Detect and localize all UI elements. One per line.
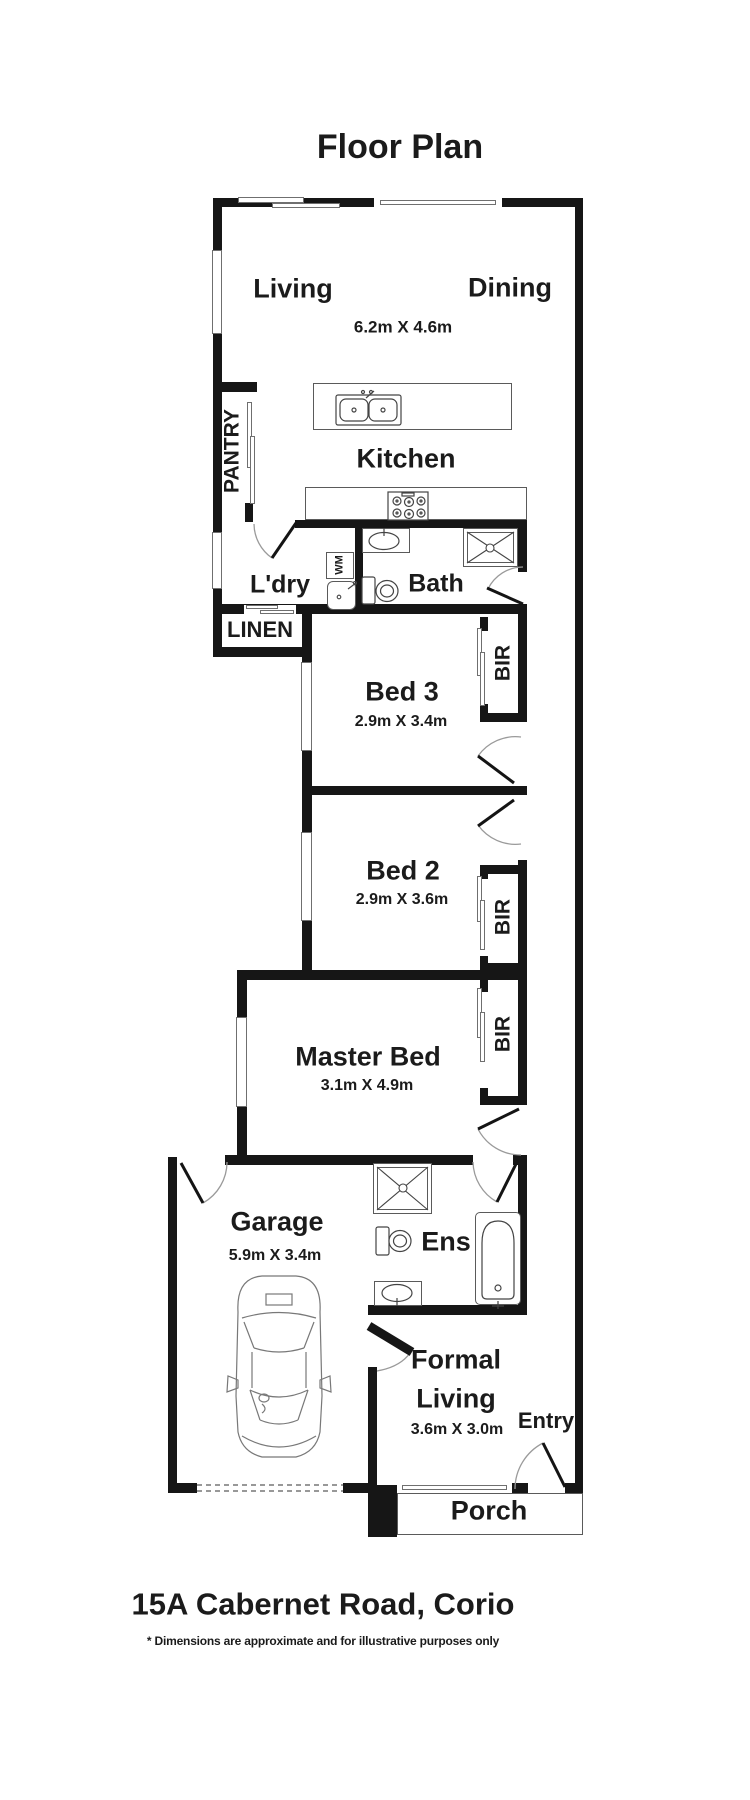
linen-door (260, 610, 294, 614)
angled-wall (366, 1322, 415, 1356)
bir-slider (480, 900, 485, 950)
room-label-formal: Formal (410, 1344, 502, 1375)
stove-cooktop (387, 491, 429, 521)
wall (213, 647, 310, 657)
wall (343, 1483, 377, 1493)
dims-formal-living: 3.6m X 3.0m (410, 1421, 504, 1438)
window-master (236, 1017, 247, 1107)
wall (518, 860, 527, 1105)
room-label-pantry: PANTRY (220, 409, 244, 493)
window-bed2 (301, 832, 312, 921)
dims-bed2: 2.9m X 3.6m (355, 891, 449, 908)
wall (168, 1157, 177, 1493)
room-label-bath: Bath (408, 569, 464, 598)
ens-fixtures (375, 1226, 413, 1306)
dims-living-dining: 6.2m X 4.6m (353, 317, 453, 337)
label-wm: WM (333, 555, 346, 575)
pantry-slider (250, 436, 255, 504)
porch-outline (397, 1493, 583, 1535)
dims-master: 3.1m X 4.9m (320, 1077, 414, 1094)
wall (480, 865, 523, 874)
wall (565, 1483, 583, 1493)
door-arcs (202, 523, 544, 1490)
wall (368, 1305, 527, 1315)
porch-pillar (368, 1485, 397, 1537)
wall (518, 606, 527, 722)
room-label-ensuite: Ens (421, 1226, 471, 1257)
wall (355, 524, 363, 614)
wall (512, 1483, 528, 1493)
wall (302, 786, 527, 795)
wall (295, 520, 527, 528)
address: 15A Cabernet Road, Corio (131, 1586, 515, 1622)
wall (368, 1367, 377, 1493)
dims-bed3: 2.9m X 3.4m (354, 713, 448, 730)
wall (222, 382, 257, 392)
bir-slider (480, 1012, 485, 1062)
label-bir-bed2: BIR (491, 898, 515, 936)
wall (480, 978, 488, 992)
laundry-trough (327, 581, 356, 610)
dims-garage: 5.9m X 3.4m (228, 1247, 322, 1264)
wall (575, 198, 583, 1493)
wall (480, 617, 488, 631)
ens-shower-x (376, 1166, 429, 1211)
window-living (212, 250, 222, 334)
wall (237, 970, 527, 980)
wall (518, 1155, 527, 1313)
wall (480, 713, 523, 722)
bath-fixtures (361, 528, 400, 605)
window (272, 203, 340, 208)
sliding-door-porch (402, 1485, 507, 1490)
linen-door (246, 605, 278, 609)
bir-slider (480, 652, 485, 706)
garage-roller-door (197, 1484, 343, 1492)
kitchen-sink (335, 389, 402, 426)
shower-x (466, 531, 515, 564)
room-label-laundry: L'dry (249, 570, 311, 599)
room-label-master: Master Bed (295, 1041, 441, 1072)
room-label-dining: Dining (468, 272, 552, 303)
washing-machine (326, 552, 354, 579)
room-label-bed3: Bed 3 (365, 676, 439, 707)
room-label-linen: LINEN (227, 617, 293, 642)
wall (213, 604, 527, 614)
room-label-formal-living: Living (416, 1383, 496, 1414)
window (380, 200, 496, 205)
wall (518, 520, 527, 572)
car (226, 1275, 332, 1458)
bathtub-detail (481, 1220, 515, 1309)
wall (245, 503, 253, 522)
room-label-garage: Garage (230, 1206, 324, 1237)
linen-door (244, 605, 296, 614)
window-bed3 (301, 662, 312, 751)
room-label-porch: Porch (450, 1495, 528, 1526)
wall (225, 1155, 473, 1165)
bir-slider (477, 876, 482, 922)
label-bir-bed3: BIR (491, 644, 515, 682)
wall (168, 1483, 197, 1493)
pantry-slider (247, 402, 252, 468)
room-label-entry: Entry (517, 1408, 575, 1433)
trough-detail (336, 580, 358, 600)
page-title: Floor Plan (316, 128, 484, 166)
wall (480, 963, 523, 972)
disclaimer: * Dimensions are approximate and for ill… (146, 1634, 500, 1648)
window-laundry (212, 532, 222, 589)
room-label-living: Living (253, 273, 333, 304)
wall (480, 865, 488, 879)
wall (213, 198, 222, 657)
room-label-bed2: Bed 2 (366, 855, 440, 886)
window (238, 197, 304, 203)
room-label-kitchen: Kitchen (356, 443, 456, 474)
wall (480, 1096, 523, 1105)
label-bir-master: BIR (491, 1015, 515, 1053)
door-leaves (179, 522, 567, 1488)
